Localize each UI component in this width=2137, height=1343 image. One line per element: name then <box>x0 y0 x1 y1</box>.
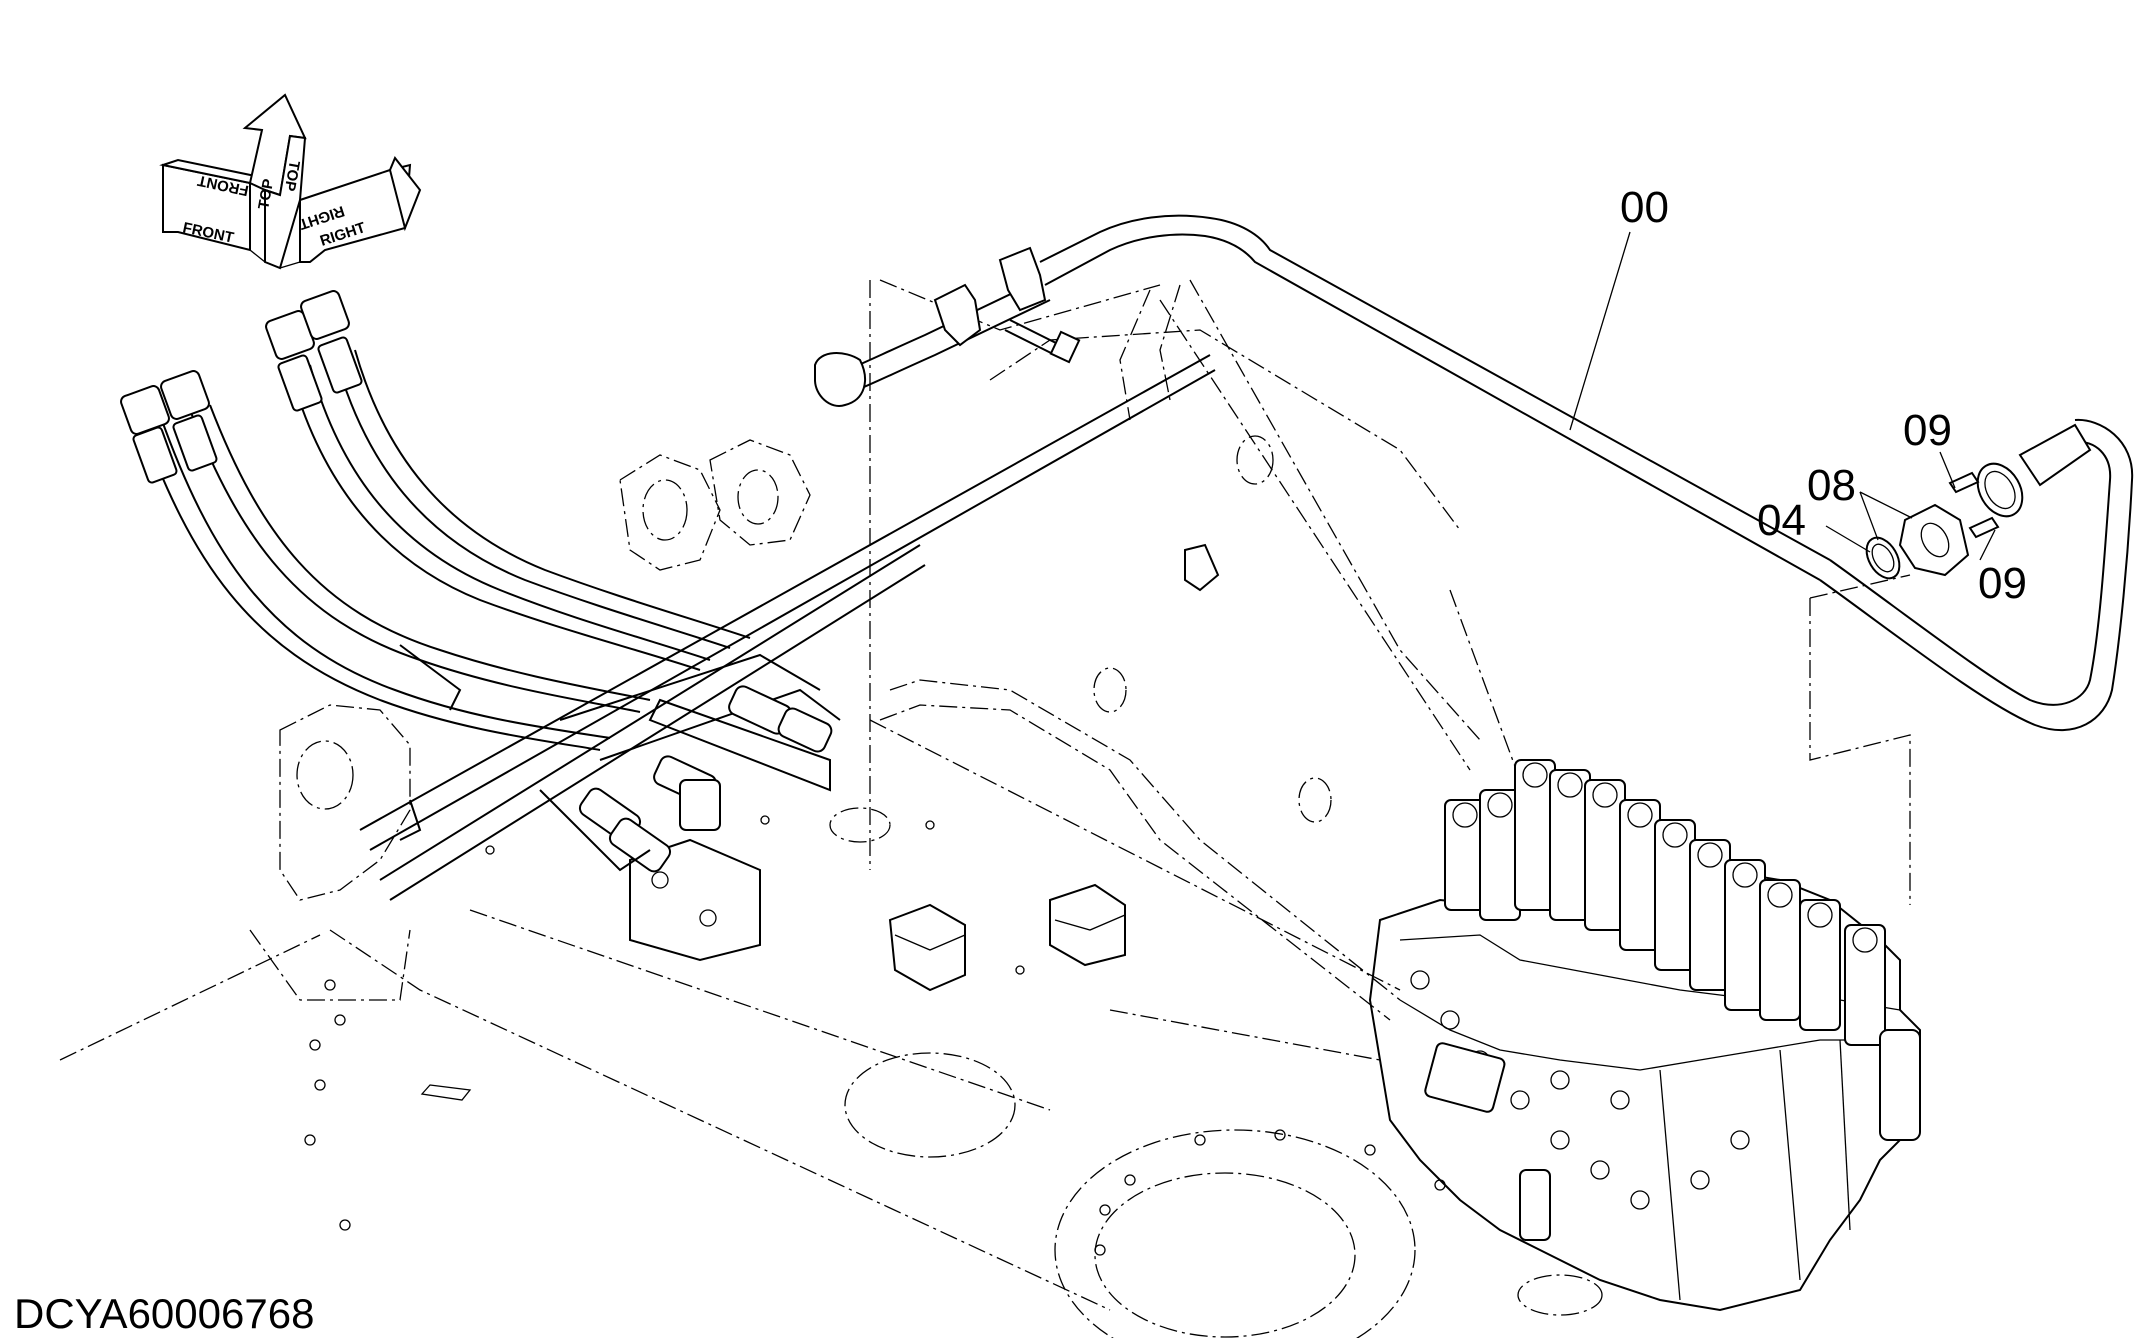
hose-end-fitting <box>120 290 363 484</box>
hose-clamp <box>933 283 982 347</box>
leader-08-a <box>1859 491 1913 519</box>
callout-08: 08 <box>1807 461 1856 510</box>
o-ring-04 <box>1865 536 1901 580</box>
mount-plates <box>249 439 811 1001</box>
leader-08-b <box>1859 491 1879 541</box>
callout-09-upper: 09 <box>1903 406 1952 455</box>
main-pipe <box>1039 214 2134 731</box>
callouts: 00 09 08 04 09 <box>1569 183 2027 608</box>
elbow-fitting <box>814 352 866 407</box>
hose-bundle <box>120 290 1216 901</box>
base-frame <box>59 279 1911 1311</box>
bolt-09-upper <box>1948 471 1980 494</box>
control-valve <box>1368 759 1921 1312</box>
callout-09-lower: 09 <box>1978 559 2027 608</box>
leader-09-lower <box>1979 529 1996 561</box>
callout-04: 04 <box>1757 496 1806 545</box>
center-fittings <box>399 644 833 873</box>
clamp-bolt <box>1049 330 1081 364</box>
document-id: DCYA60006768 <box>14 1290 314 1337</box>
leader-00 <box>1569 231 1631 431</box>
leader-09-upper <box>1939 451 1956 489</box>
top-label: TOP <box>255 178 277 211</box>
orientation-indicator: FRONT FRONT TOP TOP RIGHT RIGHT <box>159 93 422 270</box>
bolt-09-lower <box>1968 516 2000 539</box>
top-label-mirrored: TOP <box>281 159 303 192</box>
brackets <box>629 543 1220 992</box>
leader-04 <box>1825 525 1871 553</box>
main-pipe-upper-edge <box>1039 214 1831 561</box>
upper-hose-assembly <box>814 246 1081 407</box>
pipe-flange-end <box>1976 462 2024 518</box>
callout-00: 00 <box>1620 183 1669 232</box>
split-flange-08 <box>1898 503 1970 577</box>
mounting-holes <box>304 435 1603 1343</box>
main-pipe-lower-edge <box>1044 233 1821 581</box>
flange-parts <box>1865 471 2000 580</box>
